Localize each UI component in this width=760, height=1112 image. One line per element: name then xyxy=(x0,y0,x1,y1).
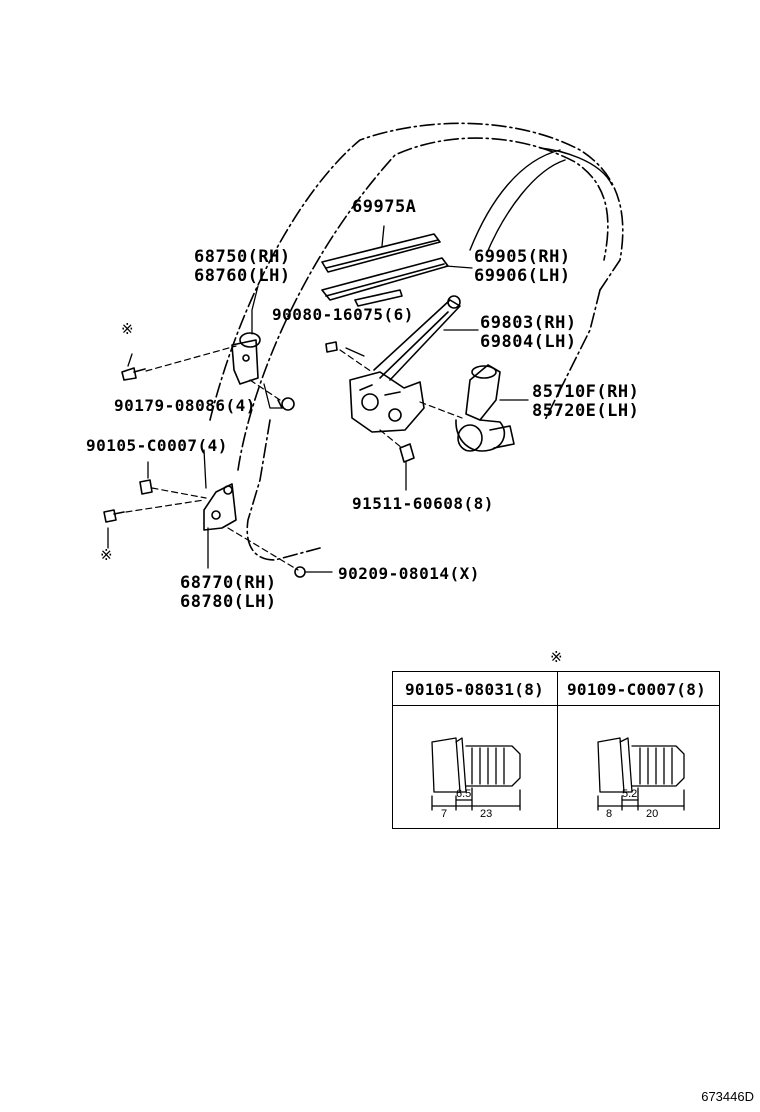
reference-mark-lower: ※ xyxy=(100,546,113,564)
label-68760-lh: 68760(LH) xyxy=(194,266,291,286)
bolt-table-divider xyxy=(557,672,558,828)
door-outline xyxy=(209,122,624,561)
glass-run-channel xyxy=(469,147,613,256)
label-90105-c0007: 90105-C0007(4) xyxy=(86,436,228,455)
label-69905-rh: 69905(RH) xyxy=(474,247,571,267)
bolt-1-dim-c: 23 xyxy=(480,808,493,820)
bolt-spec-table: 90105-08031(8) 90109-C0007(8) xyxy=(392,671,720,829)
reference-mark-table: ※ xyxy=(550,648,563,666)
bolt-table-header xyxy=(393,672,719,706)
bolt-2-dim-c: 20 xyxy=(646,808,659,820)
leader-lines xyxy=(107,225,529,573)
label-69905: 69905(RH) 69906(LH) xyxy=(474,248,571,286)
label-69804-lh: 69804(LH) xyxy=(480,332,577,352)
bolt-2-part-number: 90109-C0007(8) xyxy=(567,680,707,699)
window-regulator-motor xyxy=(455,364,515,452)
label-85720e-lh: 85720E(LH) xyxy=(532,401,640,421)
label-69906-lh: 69906(LH) xyxy=(474,266,571,286)
upper-bracket xyxy=(231,332,261,385)
label-69803: 69803(RH) 69804(LH) xyxy=(480,314,577,352)
label-91511: 91511-60608(8) xyxy=(352,494,494,513)
bolts xyxy=(103,341,415,578)
division-bar-strips xyxy=(321,233,449,307)
lower-bracket xyxy=(203,483,237,531)
bolt-1-dim-a: 6.5 xyxy=(456,788,472,800)
bolt-2-dim-b: 8 xyxy=(606,808,613,820)
label-68750: 68750(RH) 68760(LH) xyxy=(194,248,291,286)
label-90209: 90209-08014(X) xyxy=(338,564,480,583)
label-90179: 90179-08086(4) xyxy=(114,396,256,415)
label-69803-rh: 69803(RH) xyxy=(480,313,577,333)
bolt-1-part-number: 90105-08031(8) xyxy=(405,680,545,699)
label-68780-lh: 68780(LH) xyxy=(180,592,277,612)
label-85710: 85710F(RH) 85720E(LH) xyxy=(532,383,639,421)
label-69975a: 69975A xyxy=(352,197,417,217)
bolt-drawing-2 xyxy=(597,737,685,811)
label-68750-rh: 68750(RH) xyxy=(194,247,291,267)
label-90080: 90080-16075(6) xyxy=(272,305,414,324)
label-68770: 68770(RH) 68780(LH) xyxy=(180,574,277,612)
label-85710f-rh: 85710F(RH) xyxy=(532,382,640,402)
reference-mark-upper: ※ xyxy=(121,320,134,338)
alignment-lines xyxy=(125,345,463,571)
label-68770-rh: 68770(RH) xyxy=(180,573,277,593)
bolt-1-dim-b: 7 xyxy=(441,808,448,820)
bolt-drawing-1 xyxy=(431,737,521,811)
drawing-id: 673446D xyxy=(701,1089,754,1104)
bolt-2-dim-a: 5.2 xyxy=(622,788,638,800)
window-regulator-arm xyxy=(349,295,461,433)
